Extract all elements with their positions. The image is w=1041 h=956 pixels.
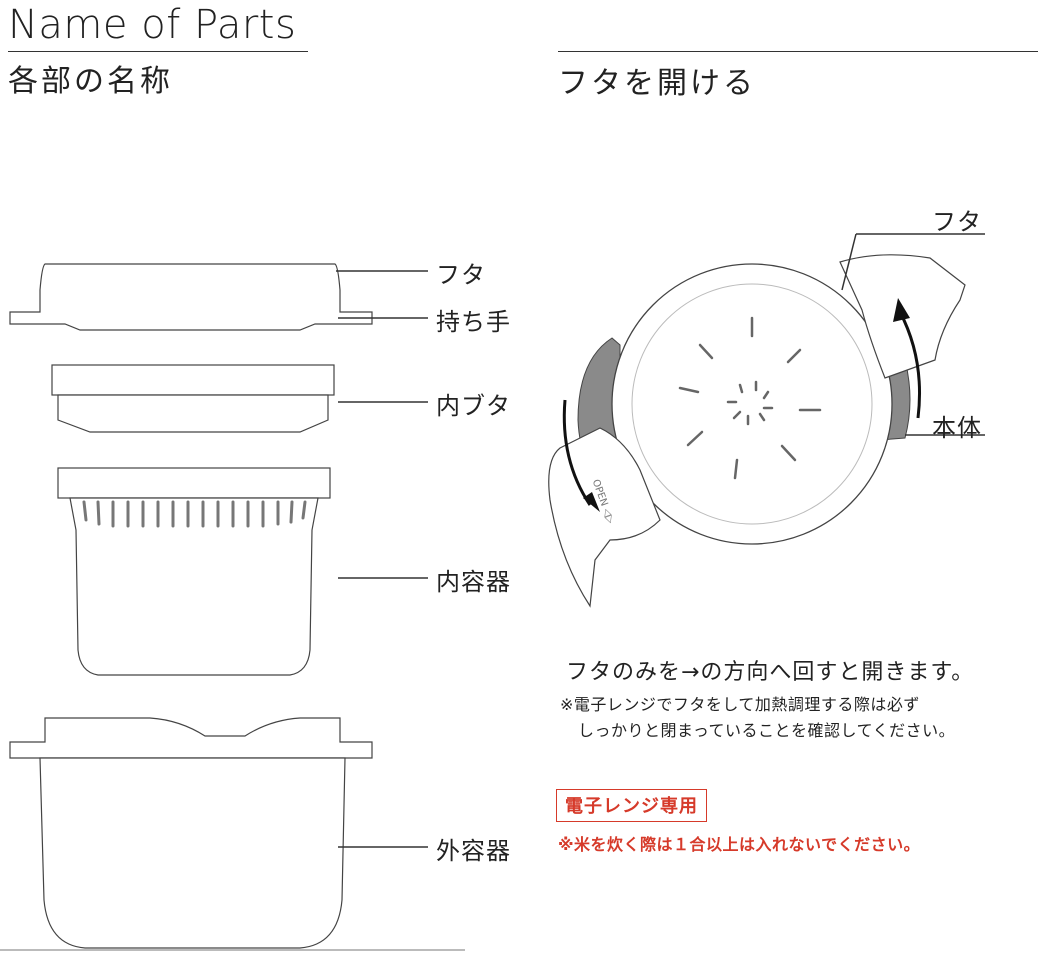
lid-shape xyxy=(10,264,372,330)
microwave-note-line1: ※電子レンジでフタをして加熱調理する際は必ず xyxy=(560,692,920,718)
label-handle: 持ち手 xyxy=(436,302,511,337)
inner-container-body xyxy=(70,498,318,675)
label-inner-container: 内容器 xyxy=(436,562,511,597)
microwave-note-line2: しっかりと閉まっていることを確認してください。 xyxy=(578,718,955,744)
label-outer-container: 外容器 xyxy=(436,831,511,866)
inner-container-rim xyxy=(58,468,330,498)
outer-container-body xyxy=(40,758,345,948)
label-lid: フタ xyxy=(436,255,486,290)
outer-container-rim xyxy=(10,718,372,758)
open-instruction: フタのみを→の方向へ回すと開きます。 xyxy=(566,654,974,686)
rice-warning: ※米を炊く際は１合以上は入れないでください。 xyxy=(558,831,920,855)
label-inner-lid: 内ブタ xyxy=(436,386,511,421)
microwave-only-badge: 電子レンジ専用 xyxy=(556,789,707,822)
open-lid-illustration xyxy=(549,234,985,606)
label-open-lid: フタ xyxy=(932,202,982,237)
label-body: 本体 xyxy=(932,408,982,443)
inner-lid-shape xyxy=(52,365,334,395)
